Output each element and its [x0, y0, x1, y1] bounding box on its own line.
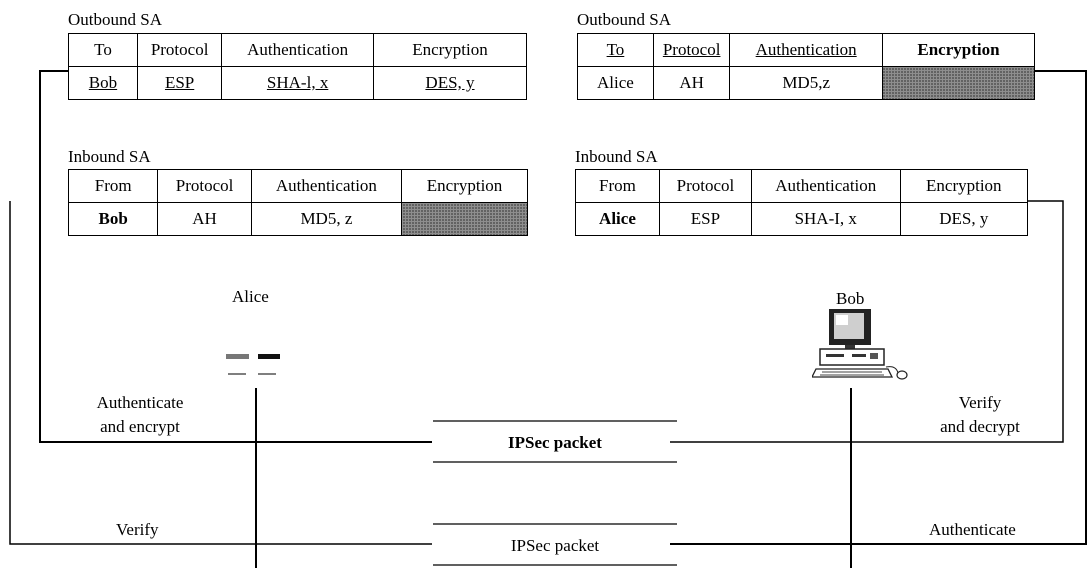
alice-inbound-cell-encryption-shaded: [401, 202, 528, 236]
alice-outbound-cell-to: Bob: [68, 66, 138, 100]
alice-verify-label: Verify: [116, 520, 159, 539]
bob-inbound-sa-table: From Protocol Authentication Encryption …: [575, 169, 1029, 236]
bob-inbound-cell-from: Alice: [575, 202, 660, 236]
alice-outbound-cell-protocol: ESP: [136, 66, 223, 100]
alice-outbound-sa-title: Outbound SA: [68, 10, 162, 29]
ipsec-packet-top: IPSec packet: [508, 433, 602, 452]
bob-inbound-header-encryption: Encryption: [899, 169, 1029, 203]
bob-inbound-header-protocol: Protocol: [658, 169, 752, 203]
bob-inbound-cell-authentication: SHA-I, x: [750, 202, 901, 236]
alice-inbound-cell-authentication: MD5, z: [250, 202, 403, 236]
alice-action-line1: Authenticate: [96, 393, 184, 412]
alice-inbound-sa-table: From Protocol Authentication Encryption …: [67, 169, 528, 236]
bob-outbound-cell-protocol: AH: [652, 66, 731, 100]
alice-inbound-header-encryption: Encryption: [401, 169, 528, 203]
bob-outbound-header-encryption: Encryption: [881, 33, 1036, 67]
bob-inbound-header-authentication: Authentication: [750, 169, 901, 203]
terminal-icon: [226, 354, 280, 375]
alice-outbound-header-encryption: Encryption: [372, 33, 528, 67]
alice-action-line2: and encrypt: [100, 417, 180, 436]
bob-outbound-header-protocol: Protocol: [652, 33, 731, 67]
bob-host-label: Bob: [836, 289, 865, 308]
alice-inbound-cell-protocol: AH: [157, 202, 252, 236]
alice-inbound-sa-title: Inbound SA: [68, 147, 151, 166]
bob-inbound-sa-title: Inbound SA: [575, 147, 658, 166]
bob-authenticate-label: Authenticate: [929, 520, 1016, 539]
bob-outbound-sa-title: Outbound SA: [577, 10, 671, 29]
alice-inbound-header-protocol: Protocol: [157, 169, 252, 203]
alice-inbound-cell-from: Bob: [67, 202, 159, 236]
bob-action-line1: Verify: [958, 393, 1002, 412]
bob-outbound-cell-encryption-shaded: [881, 66, 1036, 100]
alice-inbound-header-from: From: [67, 169, 159, 203]
bob-outbound-sa-table: To Protocol Authentication Encryption Al…: [577, 33, 1036, 100]
bob-outbound-header-authentication: Authentication: [729, 33, 883, 67]
computer-icon: [812, 309, 908, 380]
alice-outbound-cell-authentication: SHA-l, x: [221, 66, 374, 100]
bob-outbound-cell-to: Alice: [577, 66, 654, 100]
alice-outbound-sa-table: To Protocol Authentication Encryption Bo…: [68, 33, 528, 100]
alice-outbound-header-to: To: [68, 33, 138, 67]
alice-outbound-cell-encryption: DES, y: [372, 66, 528, 100]
bob-inbound-cell-encryption: DES, y: [899, 202, 1029, 236]
alice-inbound-header-authentication: Authentication: [250, 169, 403, 203]
bob-inbound-cell-protocol: ESP: [658, 202, 752, 236]
bob-action-line2: and decrypt: [940, 417, 1020, 436]
bob-outbound-cell-authentication: MD5,z: [729, 66, 883, 100]
bob-inbound-header-from: From: [575, 169, 660, 203]
alice-outbound-header-protocol: Protocol: [136, 33, 223, 67]
bob-outbound-header-to: To: [577, 33, 654, 67]
ipsec-packet-bottom: IPSec packet: [510, 536, 600, 555]
alice-outbound-header-authentication: Authentication: [221, 33, 374, 67]
alice-host-label: Alice: [232, 287, 269, 306]
